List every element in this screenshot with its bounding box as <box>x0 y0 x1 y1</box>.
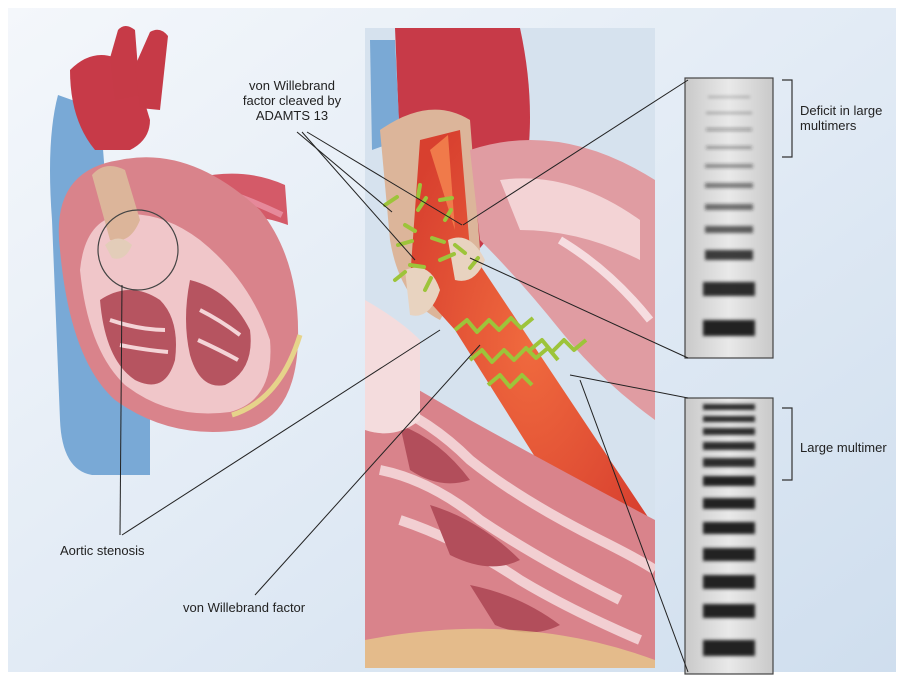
vwf-cleaved-label: von Willebrand factor cleaved by ADAMTS … <box>232 78 352 123</box>
vwf-cleaved-line-2: factor cleaved by <box>232 93 352 108</box>
vwf-cleaved-line-3: ADAMTS 13 <box>232 108 352 123</box>
deficit-label: Deficit in large multimers <box>800 103 896 133</box>
aortic-stenosis-label: Aortic stenosis <box>60 543 145 558</box>
right-heart-illustration <box>365 28 655 668</box>
gel-top <box>685 78 773 358</box>
deficit-line-2: multimers <box>800 118 896 133</box>
deficit-line-1: Deficit in large <box>800 103 896 118</box>
vwf-cleaved-line-1: von Willebrand <box>232 78 352 93</box>
large-multimer-label: Large multimer <box>800 440 887 455</box>
vwf-label: von Willebrand factor <box>183 600 305 615</box>
gel-bottom <box>685 398 773 674</box>
